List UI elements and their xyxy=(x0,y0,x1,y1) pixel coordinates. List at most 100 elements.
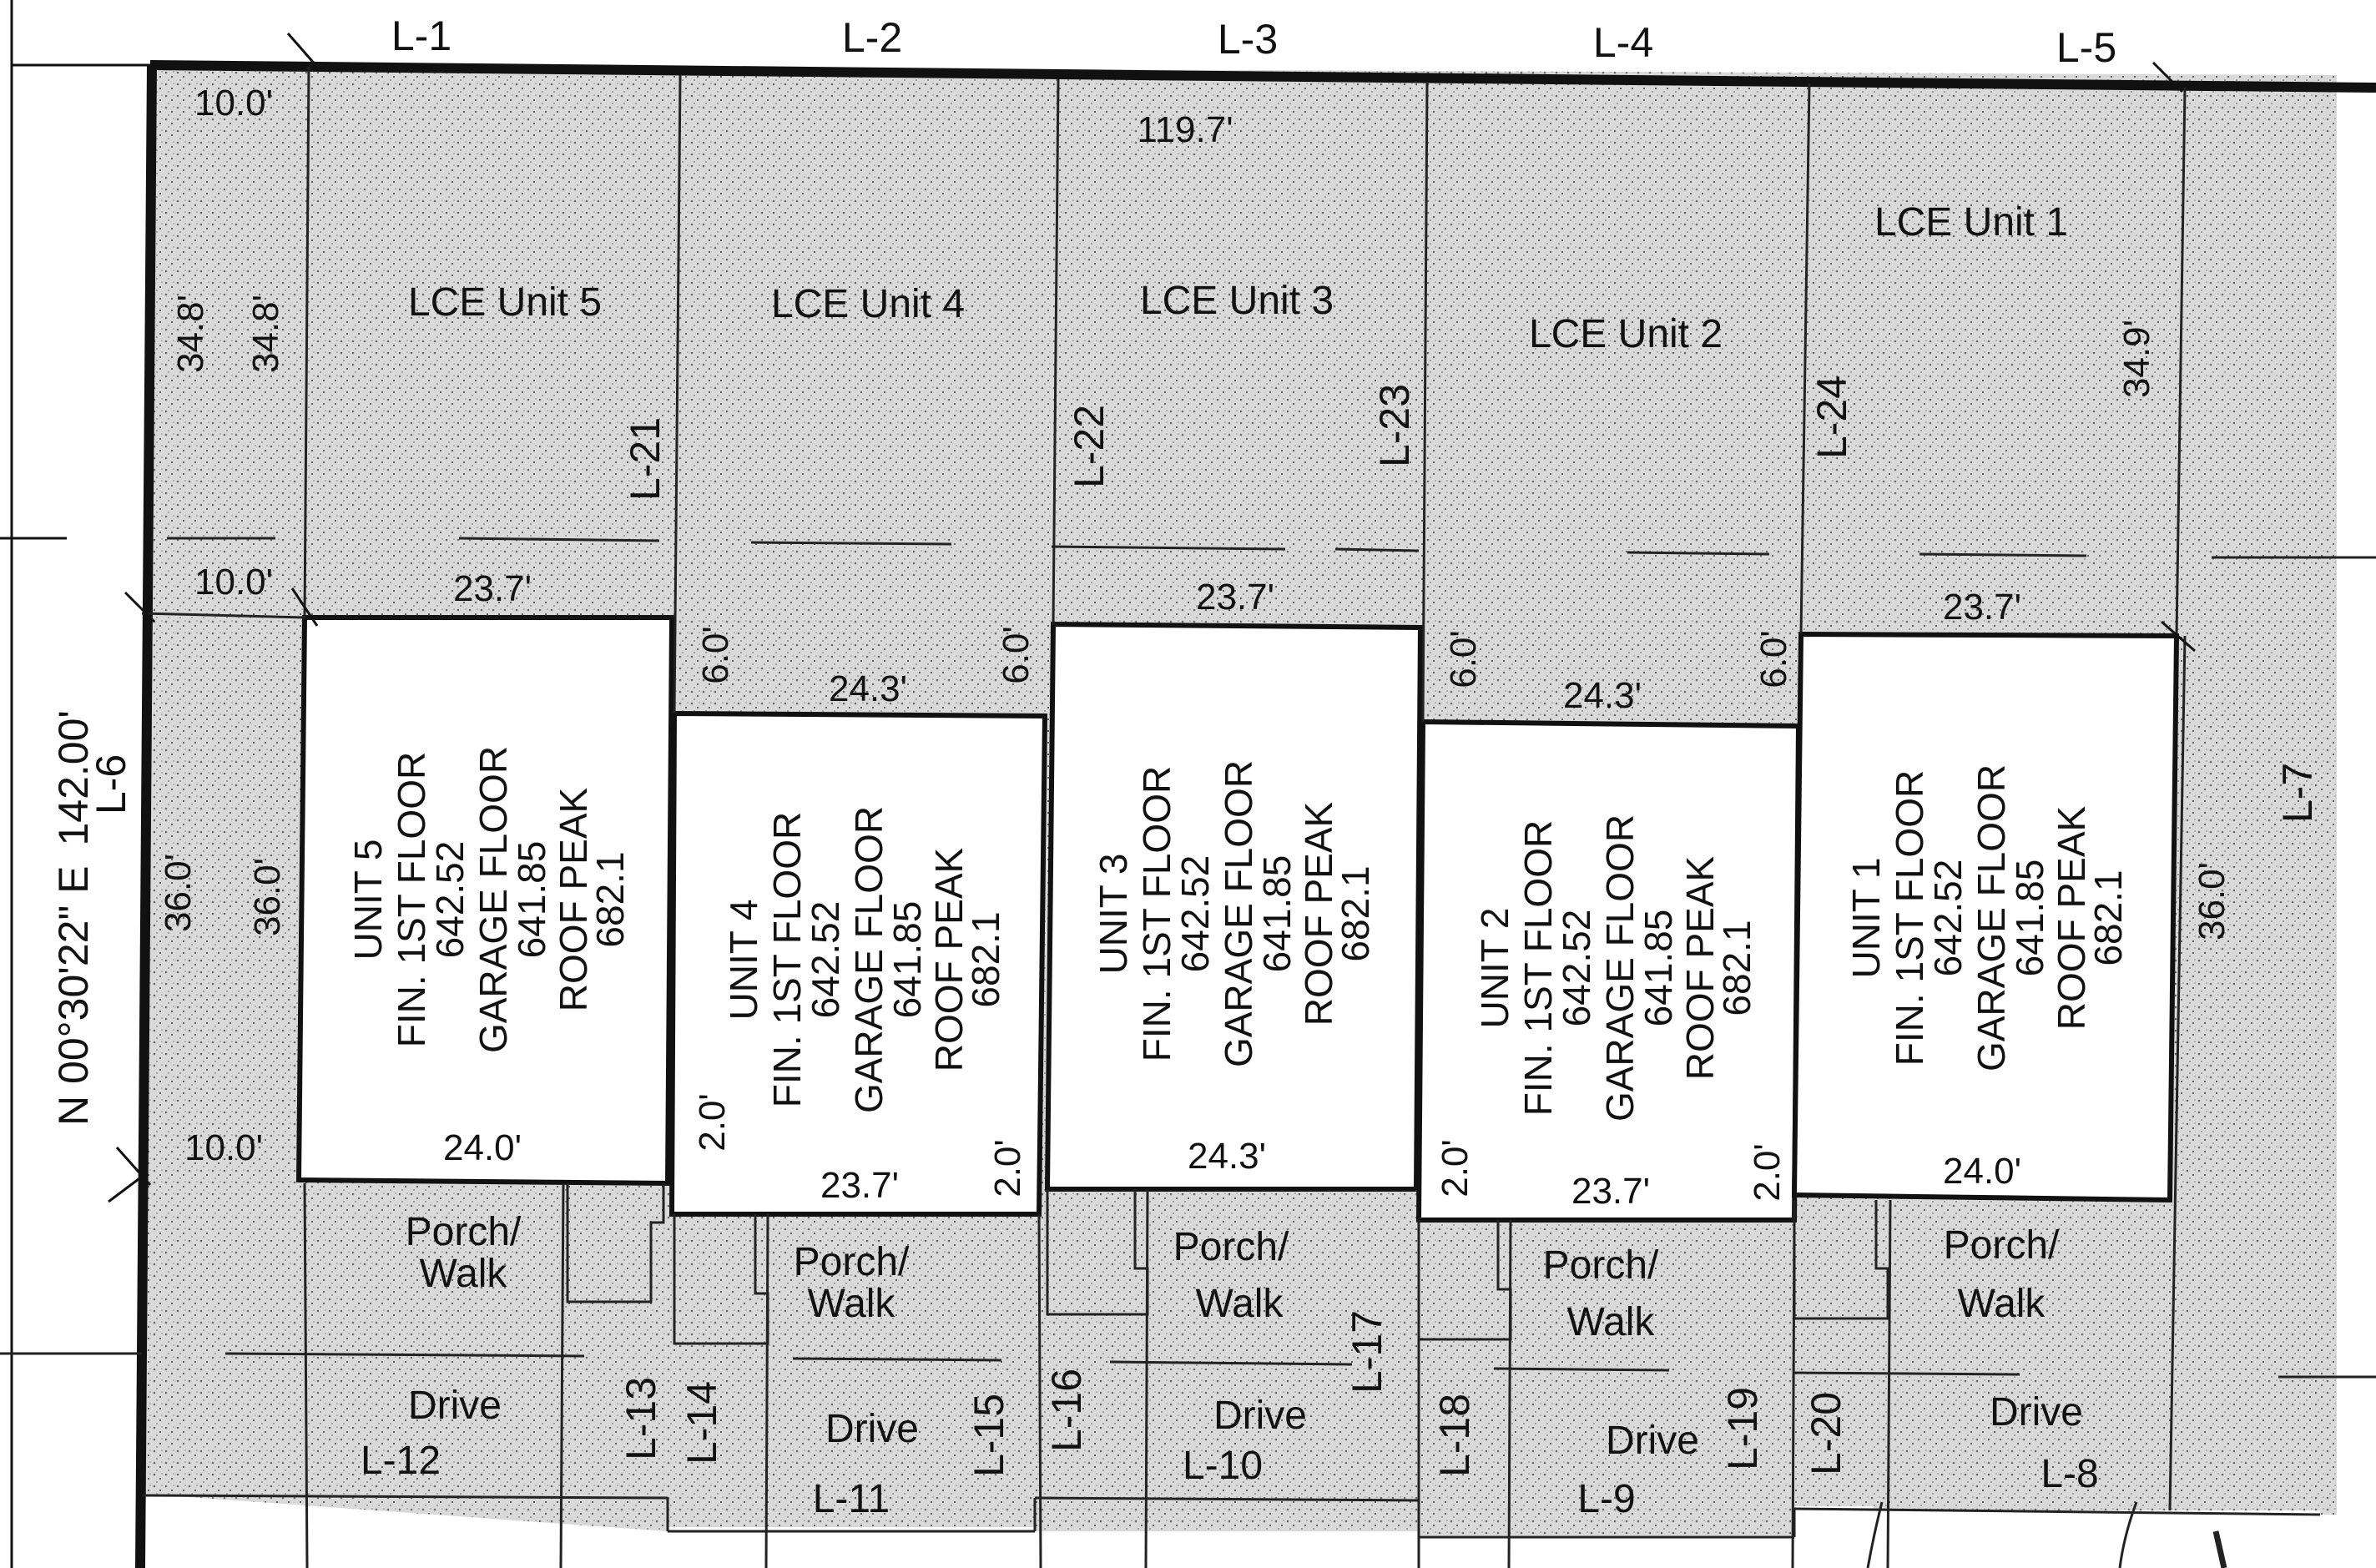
dimension: 6.0' xyxy=(996,626,1037,684)
unit-1-footprint xyxy=(1791,631,2180,1203)
svg-text:GARAGE FLOOR: GARAGE FLOOR xyxy=(847,806,890,1113)
drive-line-label: L-8 xyxy=(2041,1452,2098,1496)
svg-text:FIN. 1ST FLOOR: FIN. 1ST FLOOR xyxy=(1888,770,1931,1066)
porch-labels: Porch/ Walk Porch/ Walk Porch/ Walk Porc… xyxy=(406,1210,2060,1344)
dimension: 24.0' xyxy=(443,1127,522,1168)
dimension: 34.8' xyxy=(245,295,286,373)
porch-label: Porch/ xyxy=(794,1240,910,1284)
dimension: 10.0' xyxy=(184,1127,263,1168)
svg-text:ROOF PEAK: ROOF PEAK xyxy=(552,787,595,1011)
line-label: L-18 xyxy=(1431,1394,1478,1477)
svg-text:642.52: 642.52 xyxy=(1926,860,1970,977)
svg-text:682.1: 682.1 xyxy=(588,851,632,947)
svg-text:FIN. 1ST FLOOR: FIN. 1ST FLOOR xyxy=(1516,820,1560,1116)
svg-text:UNIT 3: UNIT 3 xyxy=(1092,854,1135,975)
unit-5-footprint xyxy=(295,615,675,1187)
svg-text:GARAGE FLOOR: GARAGE FLOOR xyxy=(472,746,515,1053)
drive-label: Drive xyxy=(825,1407,919,1451)
dimension-labels: 10.0' 10.0' 10.0' 34.8' 34.8' 34.9' 36.0… xyxy=(158,83,2232,1212)
lce-divider-labels: L-21 L-22 L-23 L-24 xyxy=(622,376,1855,501)
svg-text:682.1: 682.1 xyxy=(2086,870,2130,966)
lce-label: LCE Unit 1 xyxy=(1874,200,2068,245)
dimension: 36.0' xyxy=(247,858,288,936)
svg-text:682.1: 682.1 xyxy=(964,911,1007,1007)
svg-text:ROOF PEAK: ROOF PEAK xyxy=(1297,801,1340,1026)
line-label: L-21 xyxy=(622,417,668,501)
lce-label: LCE Unit 3 xyxy=(1140,279,1334,323)
lce-label: LCE Unit 2 xyxy=(1529,312,1723,356)
svg-text:641.85: 641.85 xyxy=(510,841,553,959)
dimension: 23.7' xyxy=(1571,1171,1650,1212)
unit-4-label: UNIT 4 FIN. 1ST FLOOR 642.52 GARAGE FLOO… xyxy=(722,806,1007,1113)
line-label: L-15 xyxy=(966,1394,1012,1477)
unit-1-label: UNIT 1 FIN. 1ST FLOOR 642.52 GARAGE FLOO… xyxy=(1844,764,2130,1071)
dimension: 10.0' xyxy=(194,83,273,124)
line-label: L-17 xyxy=(1344,1310,1390,1394)
dimension: 6.0' xyxy=(1753,630,1794,688)
svg-text:UNIT 5: UNIT 5 xyxy=(346,839,390,960)
drive-labels: Drive L-12 Drive L-11 Drive L-10 Drive L… xyxy=(361,1384,2099,1521)
drive-label: Drive xyxy=(1606,1419,1699,1463)
top-line-labels: L-1 L-2 L-3 L-4 L-5 xyxy=(391,13,2116,71)
dimension: 2.0' xyxy=(692,1093,733,1152)
lce-labels: LCE Unit 5 LCE Unit 4 LCE Unit 3 LCE Uni… xyxy=(408,200,2068,356)
svg-text:682.1: 682.1 xyxy=(1334,865,1377,961)
drive-line-label: L-9 xyxy=(1577,1477,1635,1521)
svg-text:GARAGE FLOOR: GARAGE FLOOR xyxy=(1970,764,2013,1071)
svg-text:641.85: 641.85 xyxy=(2008,860,2051,977)
dimension: 24.3' xyxy=(1563,675,1642,716)
svg-text:642.52: 642.52 xyxy=(1173,855,1217,973)
line-label: L-2 xyxy=(842,14,902,61)
line-label: L-24 xyxy=(1808,376,1855,459)
svg-text:FIN. 1ST FLOOR: FIN. 1ST FLOOR xyxy=(1135,766,1178,1061)
dimension: 2.0' xyxy=(987,1139,1028,1197)
svg-text:641.85: 641.85 xyxy=(885,901,929,1019)
svg-text:FIN. 1ST FLOOR: FIN. 1ST FLOOR xyxy=(765,812,809,1107)
porch-label: Walk xyxy=(1567,1300,1656,1344)
line-label: L-20 xyxy=(1803,1392,1849,1475)
dimension: 36.0' xyxy=(2192,862,2232,940)
boundary-bearing: N 00°30'22" E142.00' xyxy=(50,710,97,1126)
corner-ticks xyxy=(108,33,2196,1203)
dimension: 2.0' xyxy=(1435,1139,1476,1197)
svg-text:GARAGE FLOOR: GARAGE FLOOR xyxy=(1598,814,1642,1122)
line-label: L-22 xyxy=(1066,405,1112,488)
svg-text:GARAGE FLOOR: GARAGE FLOOR xyxy=(1217,760,1260,1067)
line-label: L-4 xyxy=(1593,19,1653,66)
svg-text:ROOF PEAK: ROOF PEAK xyxy=(2050,805,2093,1030)
dimension: 34.9' xyxy=(2116,320,2157,398)
svg-text:FIN. 1ST FLOOR: FIN. 1ST FLOOR xyxy=(390,752,433,1047)
line-label-left: L-6 xyxy=(88,754,134,814)
drive-divider-labels: L-13 L-14 L-15 L-16 L-17 L-18 L-19 L-20 xyxy=(618,1310,1849,1477)
drive-line-label: L-10 xyxy=(1183,1444,1263,1488)
dimension: 34.8' xyxy=(170,295,211,373)
porch-label: Walk xyxy=(808,1282,896,1326)
dimension: 36.0' xyxy=(158,854,199,932)
porch-label: Porch/ xyxy=(406,1210,522,1254)
drive-label: Drive xyxy=(1213,1394,1307,1438)
svg-text:641.85: 641.85 xyxy=(1637,910,1680,1027)
unit-3-label: UNIT 3 FIN. 1ST FLOOR 642.52 GARAGE FLOO… xyxy=(1092,760,1377,1067)
line-label: L-3 xyxy=(1218,16,1278,63)
drive-label: Drive xyxy=(1990,1390,2083,1434)
line-label: L-14 xyxy=(678,1381,725,1465)
porch-label: Walk xyxy=(420,1252,508,1296)
lot-lines xyxy=(0,66,2376,1568)
line-label: L-19 xyxy=(1719,1387,1766,1470)
lce-label: LCE Unit 5 xyxy=(408,280,602,325)
dimension: 24.0' xyxy=(1943,1151,2021,1192)
svg-text:UNIT 4: UNIT 4 xyxy=(722,900,765,1021)
svg-text:UNIT 1: UNIT 1 xyxy=(1844,858,1888,979)
line-label: L-16 xyxy=(1043,1369,1090,1452)
svg-text:UNIT 2: UNIT 2 xyxy=(1473,908,1516,1029)
dimension: 2.0' xyxy=(1747,1143,1788,1202)
unit-buildings xyxy=(295,615,2180,1223)
line-label-right: L-7 xyxy=(2274,763,2321,823)
dimension: 24.3' xyxy=(829,668,907,709)
line-label: L-5 xyxy=(2056,24,2116,71)
svg-text:642.52: 642.52 xyxy=(1555,910,1598,1027)
porch-label: Porch/ xyxy=(1173,1225,1289,1269)
dimension: 23.7' xyxy=(820,1165,899,1206)
